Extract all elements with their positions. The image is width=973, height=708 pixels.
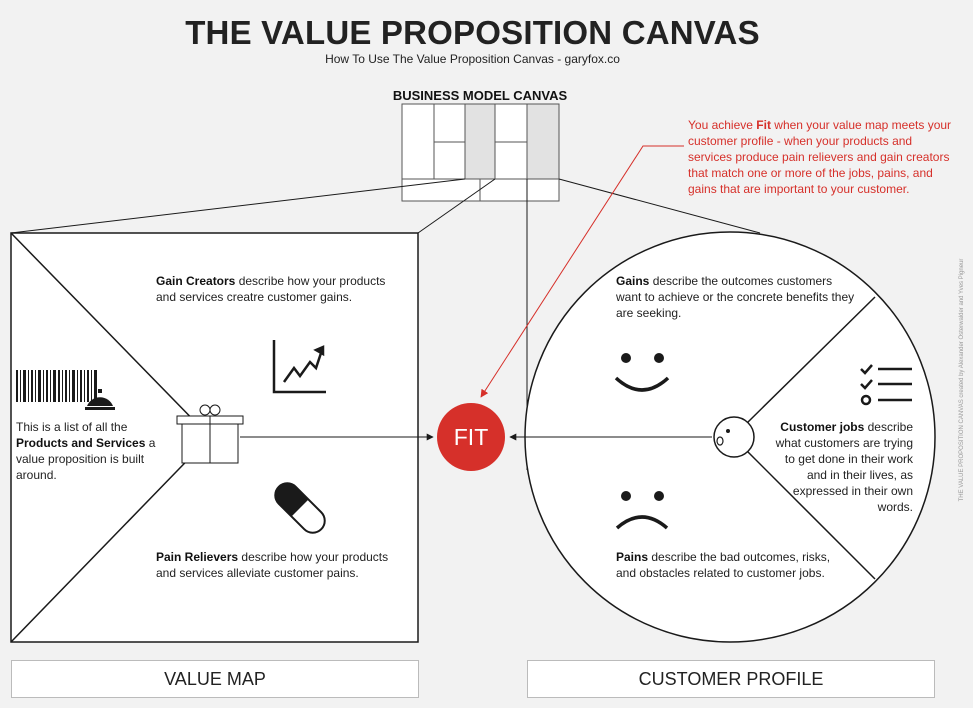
page-subtitle: How To Use The Value Proposition Canvas … [325, 52, 620, 66]
gift-box-icon [176, 404, 244, 464]
pain-relievers-description: Pain Relievers describe how your product… [156, 550, 389, 580]
growth-chart-icon [272, 340, 326, 394]
checklist-icon [860, 364, 912, 406]
business-model-canvas-label: BUSINESS MODEL CANVAS [392, 88, 568, 103]
barcode-icon [16, 370, 97, 402]
service-bell-icon [85, 389, 115, 410]
frown-icon [615, 491, 669, 530]
pill-icon [274, 482, 326, 534]
customer-jobs-description: Customer jobs describe what customers ar… [775, 420, 913, 514]
page-title: THE VALUE PROPOSITION CANVAS [185, 14, 760, 51]
value-map-label: VALUE MAP [11, 660, 419, 698]
business-model-canvas-thumbnail [401, 103, 560, 202]
fit-label: FIT [453, 424, 489, 450]
gains-description: Gains describe the outcomes customers wa… [616, 274, 855, 320]
customer-profile-label: CUSTOMER PROFILE [527, 660, 935, 698]
smiley-icon [614, 353, 670, 392]
fit-circle [437, 403, 505, 471]
fit-annotation-arrow [480, 145, 684, 398]
fit-note: You achieve Fit when your value map meet… [688, 118, 952, 196]
pains-description: Pains describe the bad outcomes, risks, … [616, 550, 831, 580]
customer-head-icon [713, 416, 755, 458]
products-services-description: This is a list of all the Products and S… [16, 420, 156, 482]
credit-note: THE VALUE PROPOSITION CANVAS created by … [959, 258, 965, 502]
gain-creators-description: Gain Creators describe how your products… [156, 274, 386, 304]
